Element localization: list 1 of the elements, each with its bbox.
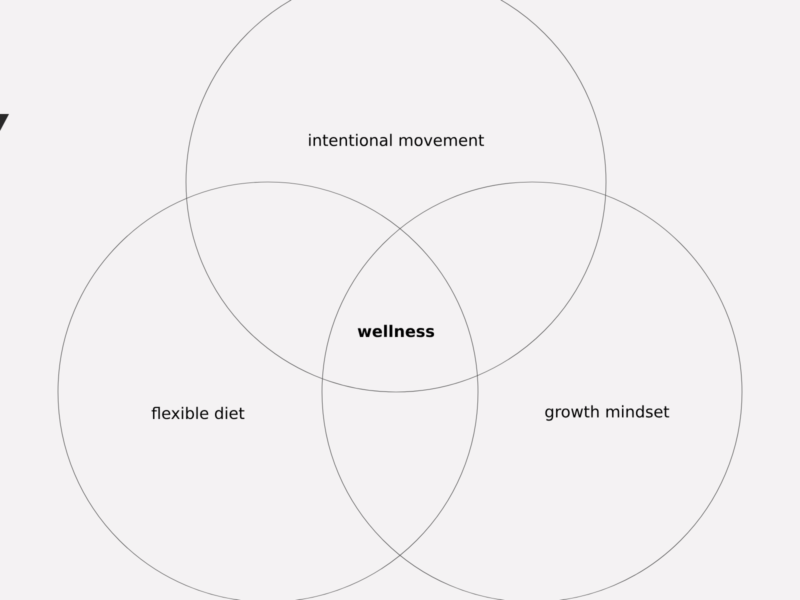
- center-label: wellness: [358, 324, 434, 338]
